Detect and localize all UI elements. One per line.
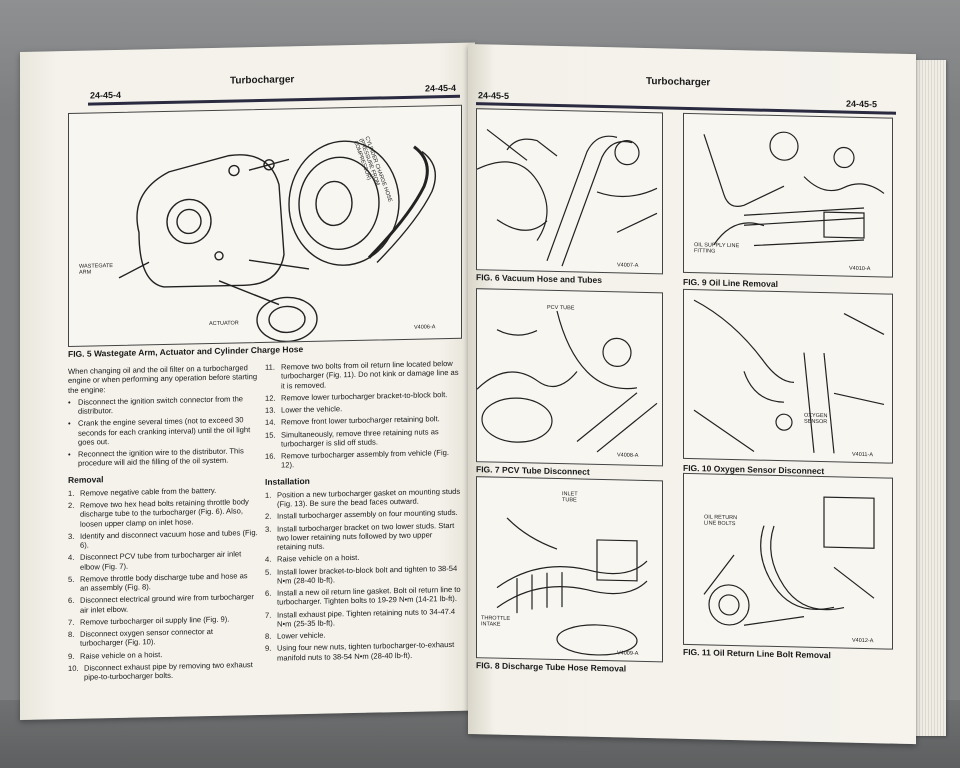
engine-bay-drawing <box>477 128 658 267</box>
text-column-1: When changing oil and the oil filter on … <box>68 363 258 685</box>
label-inlet-tube: INLET TUBE <box>562 491 578 504</box>
figure-9-illustration: OIL SUPPLY LINE FITTING V4010-A <box>683 112 893 278</box>
removal-step: 13.Lower the vehicle. <box>265 404 343 415</box>
figure-id: V4008-A <box>617 452 639 459</box>
removal-step: 5.Remove throttle body discharge tube an… <box>68 571 248 593</box>
page-number: 24-45-4 <box>425 82 457 94</box>
removal-heading: Removal <box>68 473 104 485</box>
installation-step: 8.Lower vehicle. <box>265 630 326 641</box>
label-oil-return-line-bolts: OIL RETURN LINE BOLTS <box>704 514 738 528</box>
removal-step: 9.Raise vehicle on a hoist. <box>68 649 163 661</box>
bullet-item: •Disconnect the ignition switch connecto… <box>68 394 244 416</box>
figure-id: V4010-A <box>849 265 871 273</box>
figure-id: V4007-A <box>617 262 639 269</box>
installation-step: 9.Using four new nuts, tighten turbochar… <box>265 640 455 663</box>
installation-step: 2.Install turbocharger assembly on four … <box>265 508 458 522</box>
left-page: 24-45-4 Turbocharger 24-45-4 CYLINDER CH… <box>20 42 475 720</box>
removal-step: 8.Disconnect oxygen sensor connector at … <box>68 627 213 649</box>
page-header-title: Turbocharger <box>230 74 295 87</box>
figure-6-caption: FIG. 6 Vacuum Hose and Tubes <box>476 272 602 286</box>
figure-id: V4012-A <box>852 637 874 645</box>
page-number: 24-45-5 <box>478 90 510 101</box>
figure-6-illustration: V4007-A <box>476 108 663 275</box>
page-number: 24-45-5 <box>846 98 878 110</box>
oil-line-drawing <box>703 131 885 247</box>
page-number: 24-45-4 <box>90 89 122 101</box>
figure-7-illustration: PCV TUBE V4008-A <box>476 288 663 467</box>
label-oil-supply-line-fitting: OIL SUPPLY LINE FITTING <box>694 242 740 255</box>
figure-11-caption: FIG. 11 Oil Return Line Bolt Removal <box>683 646 831 661</box>
removal-step: 12.Remove lower turbocharger bracket-to-… <box>265 389 448 403</box>
figure-10-illustration: OXYGEN SENSOR V4011-A <box>683 288 893 464</box>
installation-step: 5.Install lower bracket-to-block bolt an… <box>265 563 458 586</box>
bullet-item: •Crank the engine several times (not to … <box>68 415 251 447</box>
installation-step: 6.Install a new oil return line gasket. … <box>265 584 461 607</box>
figure-id: V4009-A <box>617 650 639 657</box>
removal-step: 15.Simultaneously, remove three retainin… <box>265 426 439 449</box>
figure-11-illustration: OIL RETURN LINE BOLTS V4012-A <box>683 472 893 650</box>
text-column-2: 11.Remove two bolts from oil return line… <box>265 359 463 666</box>
bullet-item: •Reconnect the ignition wire to the dist… <box>68 446 244 469</box>
installation-step: 4.Raise vehicle on a hoist. <box>265 553 360 565</box>
removal-step: 2.Remove two hex head bolts retaining th… <box>68 497 249 529</box>
pcv-tube-drawing <box>477 310 658 453</box>
figure-9-caption: FIG. 9 Oil Line Removal <box>683 276 778 290</box>
removal-step: 14.Remove front lower turbocharger retai… <box>265 414 440 428</box>
installation-step: 1.Position a new turbocharger gasket on … <box>265 486 461 509</box>
figure-5-illustration: CYLINDER CHARGE HOSE (PRESSURE FROM COMP… <box>68 104 462 347</box>
label-throttle-intake: THROTTLE INTAKE <box>481 615 511 628</box>
installation-step: 7.Install exhaust pipe. Tighten retainin… <box>265 606 456 629</box>
removal-step: 10.Disconnect exhaust pipe by removing t… <box>68 659 253 682</box>
removal-step: 7.Remove turbocharger oil supply line (F… <box>68 614 230 627</box>
label-oxygen-sensor: OXYGEN SENSOR <box>804 412 828 426</box>
removal-step: 11.Remove two bolts from oil return line… <box>265 358 459 391</box>
turbocharger-drawing <box>118 140 436 343</box>
intro-paragraph: When changing oil and the oil filter on … <box>68 363 258 395</box>
right-page: 24-45-5 Turbocharger 24-45-5 V4007-A FIG… <box>468 44 916 745</box>
oxygen-sensor-drawing <box>693 299 885 454</box>
figure-id: V4006-A <box>414 324 436 331</box>
removal-step: 6.Disconnect electrical ground wire from… <box>68 592 254 615</box>
installation-heading: Installation <box>265 475 310 487</box>
page-header-title: Turbocharger <box>646 76 711 89</box>
figure-8-caption: FIG. 8 Discharge Tube Hose Removal <box>476 660 627 674</box>
oil-return-line-drawing <box>703 496 875 626</box>
figure-5-caption: FIG. 5 Wastegate Arm, Actuator and Cylin… <box>68 344 304 359</box>
label-pcv-tube: PCV TUBE <box>547 304 575 312</box>
header-rule <box>88 94 460 106</box>
removal-step: 1.Remove negative cable from the battery… <box>68 485 217 498</box>
label-wastegate-arm: WASTEGATE ARM <box>79 263 113 276</box>
removal-step: 16.Remove turbocharger assembly from veh… <box>265 448 449 470</box>
label-actuator: ACTUATOR <box>209 320 239 328</box>
installation-step: 3.Install turbocharger bracket on two lo… <box>265 520 455 552</box>
discharge-tube-drawing <box>496 517 648 656</box>
figure-id: V4011-A <box>852 451 873 459</box>
removal-step: 4.Disconnect PCV tube from turbocharger … <box>68 549 242 572</box>
figure-7-caption: FIG. 7 PCV Tube Disconnect <box>476 464 590 477</box>
figure-8-illustration: INLET TUBE THROTTLE INTAKE V4009-A <box>476 476 663 663</box>
removal-step: 3.Identify and disconnect vacuum hose an… <box>68 527 258 550</box>
